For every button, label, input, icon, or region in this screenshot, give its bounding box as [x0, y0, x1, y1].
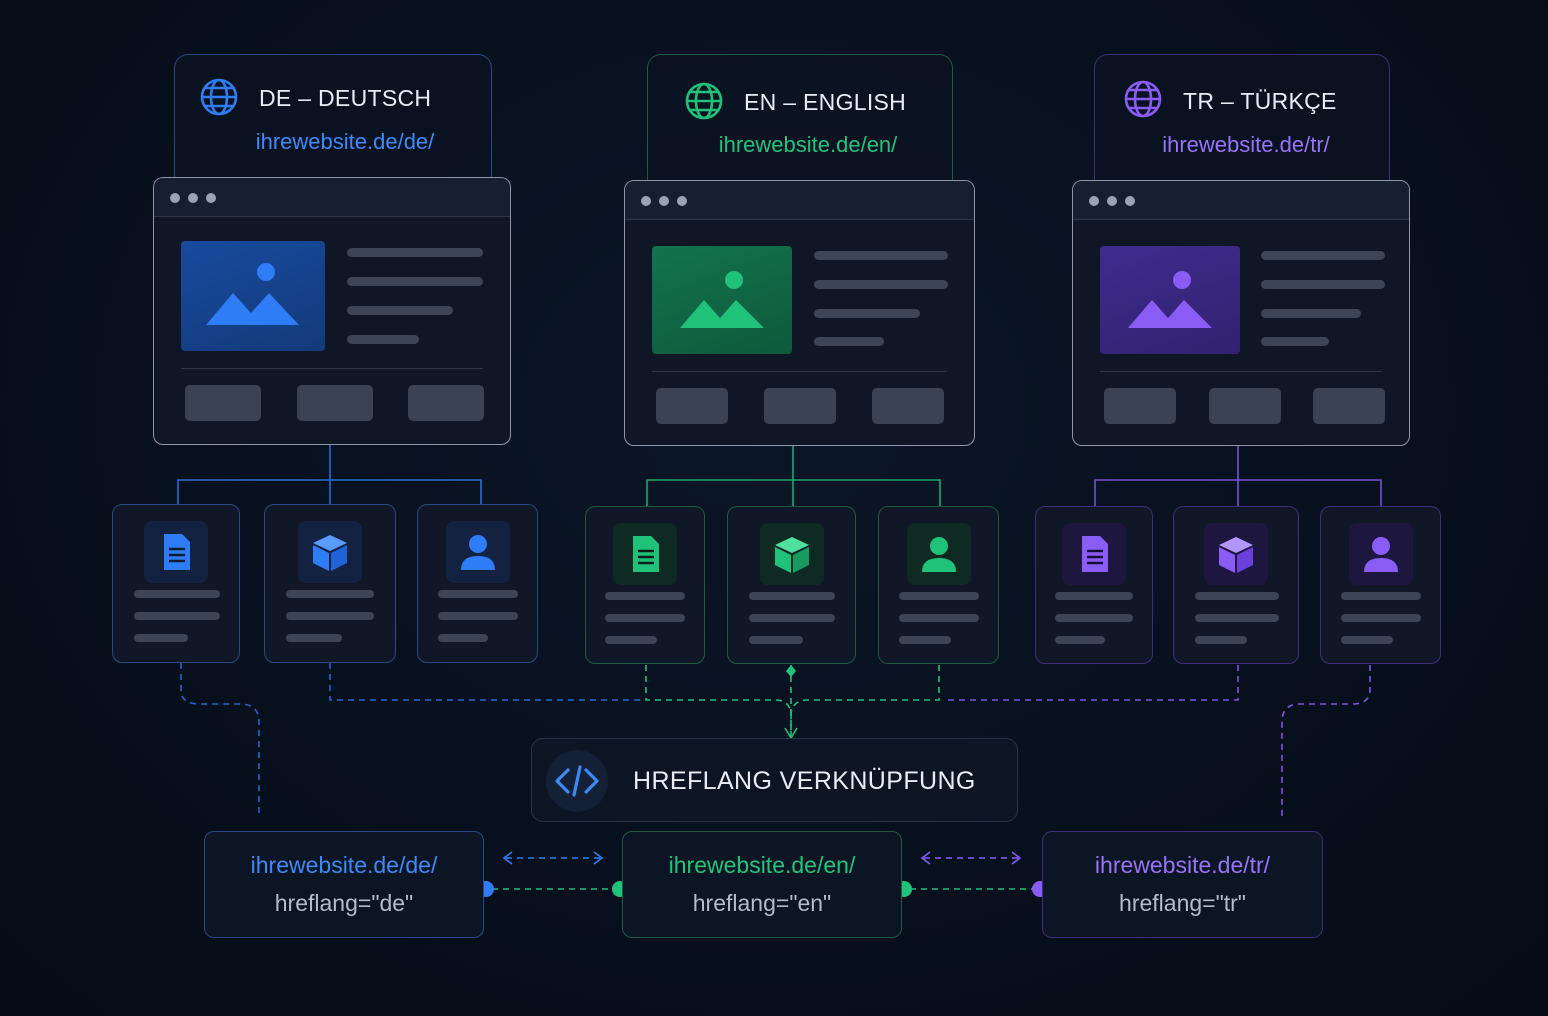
content-button[interactable]	[185, 385, 261, 421]
lang-url[interactable]: ihrewebsite.de/tr/	[1162, 132, 1330, 157]
hreflang-link-tr[interactable]: ihrewebsite.de/tr/ hreflang="tr"	[1042, 831, 1323, 938]
subpage-card-document-de[interactable]	[112, 504, 240, 663]
content-button[interactable]	[1209, 388, 1281, 424]
link-url[interactable]: ihrewebsite.de/tr/	[1094, 852, 1271, 878]
hreflang-panel: HREFLANG VERKNÜPFUNG	[531, 738, 1018, 822]
browser-titlebar	[625, 181, 974, 220]
globe-icon	[1124, 80, 1162, 118]
link-url[interactable]: ihrewebsite.de/en/	[668, 852, 856, 878]
subpage-card-user-en[interactable]	[878, 506, 999, 664]
content-button[interactable]	[297, 385, 373, 421]
subpage-card-document-en[interactable]	[585, 506, 705, 664]
subpage-card-product-tr[interactable]	[1173, 506, 1299, 664]
image-placeholder	[652, 246, 792, 354]
lang-header-en: EN – ENGLISH ihrewebsite.de/en/	[647, 54, 953, 180]
hreflang-title: HREFLANG VERKNÜPFUNG	[633, 767, 976, 795]
user-icon	[921, 537, 956, 572]
cube-icon	[1219, 537, 1253, 573]
lang-header-de: DE – DEUTSCH ihrewebsite.de/de/	[174, 54, 492, 178]
browser-window-en	[624, 180, 975, 446]
user-icon	[1363, 537, 1398, 572]
browser-titlebar	[1073, 181, 1409, 220]
subpage-card-product-de[interactable]	[264, 504, 396, 663]
document-icon	[633, 536, 659, 572]
code-icon-badge	[546, 750, 608, 812]
code-icon	[555, 765, 599, 797]
cube-icon	[313, 535, 347, 571]
browser-titlebar	[154, 178, 510, 217]
hreflang-attribute: hreflang="de"	[274, 890, 414, 916]
image-icon	[1128, 271, 1212, 328]
cube-icon	[774, 537, 809, 573]
subpage-card-user-de[interactable]	[417, 504, 538, 663]
content-button[interactable]	[408, 385, 484, 421]
hreflang-link-de[interactable]: ihrewebsite.de/de/ hreflang="de"	[204, 831, 484, 938]
document-icon	[1082, 536, 1108, 572]
image-icon	[680, 271, 764, 328]
hreflang-attribute: hreflang="en"	[692, 890, 832, 916]
user-icon	[460, 535, 495, 570]
globe-icon	[685, 82, 723, 120]
content-button[interactable]	[872, 388, 944, 424]
lang-title: EN – ENGLISH	[744, 89, 907, 115]
hreflang-link-en[interactable]: ihrewebsite.de/en/ hreflang="en"	[622, 831, 902, 938]
document-icon	[164, 534, 190, 570]
subpage-card-user-tr[interactable]	[1320, 506, 1441, 664]
browser-window-tr	[1072, 180, 1410, 446]
subpage-card-product-en[interactable]	[727, 506, 856, 664]
lang-title: DE – DEUTSCH	[259, 85, 432, 111]
browser-window-de	[153, 177, 511, 445]
lang-url[interactable]: ihrewebsite.de/de/	[255, 129, 435, 154]
content-button[interactable]	[764, 388, 836, 424]
lang-header-tr: TR – TÜRKÇE ihrewebsite.de/tr/	[1094, 54, 1390, 180]
image-placeholder	[181, 241, 325, 351]
lang-url[interactable]: ihrewebsite.de/en/	[718, 132, 898, 157]
globe-icon	[200, 78, 238, 116]
content-button[interactable]	[656, 388, 728, 424]
image-placeholder	[1100, 246, 1240, 354]
content-button[interactable]	[1313, 388, 1385, 424]
image-icon	[206, 263, 299, 325]
hreflang-attribute: hreflang="tr"	[1119, 890, 1246, 916]
lang-title: TR – TÜRKÇE	[1183, 88, 1337, 114]
subpage-card-document-tr[interactable]	[1035, 506, 1153, 664]
link-url[interactable]: ihrewebsite.de/de/	[250, 852, 438, 878]
content-button[interactable]	[1104, 388, 1176, 424]
